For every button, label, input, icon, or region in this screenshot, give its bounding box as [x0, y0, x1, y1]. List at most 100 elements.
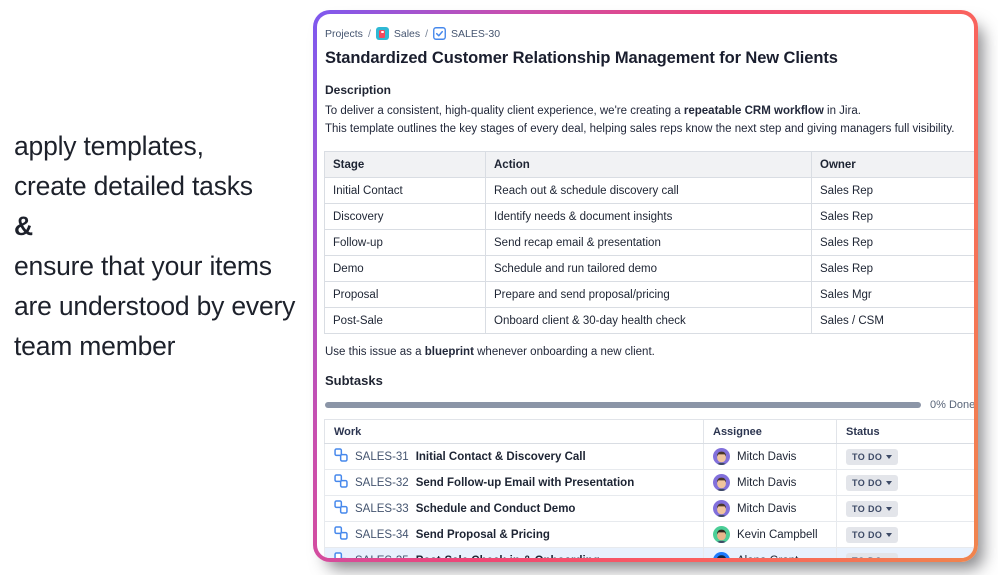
subtask-key: SALES-33: [355, 502, 409, 515]
assignee: Kevin Campbell: [713, 526, 827, 543]
subtask-link[interactable]: SALES-31 Initial Contact & Discovery Cal…: [334, 448, 694, 465]
action-cell: Send recap email & presentation: [485, 229, 812, 256]
subtask-row: SALES-33 Schedule and Conduct Demo Mitch…: [324, 495, 974, 522]
status-dropdown[interactable]: TO DO: [846, 474, 899, 491]
page-title: Standardized Customer Relationship Manag…: [325, 49, 838, 67]
subtask-summary: Send Proposal & Pricing: [415, 528, 550, 541]
subtasks-table: Work Assignee Status SALES-31 Initial Co…: [324, 419, 974, 558]
stage-cell: Demo: [324, 255, 486, 282]
subtask-row-highlighted: SALES-35 Post-Sale Check-in & Onboarding…: [324, 547, 974, 559]
tagline-line: team member: [14, 331, 176, 361]
subtask-link[interactable]: SALES-35 Post-Sale Check-in & Onboarding: [334, 552, 694, 558]
assignee-name: Kevin Campbell: [737, 528, 818, 541]
avatar: [713, 552, 730, 558]
subtask-summary: Schedule and Conduct Demo: [415, 502, 576, 515]
action-cell: Onboard client & 30-day health check: [485, 307, 812, 334]
column-header-action: Action: [485, 151, 812, 178]
subtask-link[interactable]: SALES-34 Send Proposal & Pricing: [334, 526, 694, 543]
subtask-icon: [334, 474, 348, 491]
assignee-name: Alana Grant: [737, 555, 798, 559]
assignee-name: Mitch Davis: [737, 502, 797, 515]
owner-cell: Sales Rep: [811, 255, 974, 282]
chevron-down-icon: [886, 454, 893, 459]
breadcrumb-project[interactable]: Sales: [393, 27, 421, 40]
owner-cell: Sales / CSM: [811, 307, 974, 334]
breadcrumb-issue-key[interactable]: SALES-30: [451, 27, 501, 40]
subtask-key: SALES-32: [355, 476, 409, 489]
description-paragraph: To deliver a consistent, high-quality cl…: [325, 105, 861, 117]
column-header-status: Status: [836, 419, 974, 444]
action-cell: Reach out & schedule discovery call: [485, 177, 812, 204]
action-cell: Identify needs & document insights: [485, 203, 812, 230]
subtask-icon: [334, 448, 348, 465]
stage-cell: Proposal: [324, 281, 486, 308]
assignee: Mitch Davis: [713, 474, 827, 491]
marketing-tagline: apply templates, create detailed tasks &…: [14, 126, 314, 366]
breadcrumb-projects[interactable]: Projects: [325, 27, 363, 40]
subtask-icon: [334, 500, 348, 517]
table-row: Initial Contact Reach out & schedule dis…: [324, 177, 974, 204]
status-label: TO DO: [852, 556, 882, 559]
subtask-summary: Send Follow-up Email with Presentation: [415, 476, 635, 489]
subtask-link[interactable]: SALES-33 Schedule and Conduct Demo: [334, 500, 694, 517]
subtasks-progress: 0% Done: [325, 399, 974, 411]
subtask-key: SALES-35: [355, 555, 409, 559]
column-header-assignee: Assignee: [703, 419, 837, 444]
task-type-icon: [433, 27, 447, 40]
chevron-down-icon: [886, 480, 893, 485]
blueprint-note: Use this issue as a blueprint whenever o…: [325, 346, 655, 358]
stage-cell: Post-Sale: [324, 307, 486, 334]
chevron-down-icon: [886, 506, 893, 511]
status-dropdown[interactable]: TO DO: [846, 552, 899, 559]
status-label: TO DO: [852, 451, 883, 462]
table-row: Demo Schedule and run tailored demo Sale…: [324, 255, 974, 282]
status-dropdown[interactable]: TO DO: [846, 448, 899, 465]
subtask-summary: Post-Sale Check-in & Onboarding: [416, 555, 600, 559]
subtask-row: SALES-32 Send Follow-up Email with Prese…: [324, 469, 974, 496]
status-label: TO DO: [852, 529, 883, 540]
table-header-row: Stage Action Owner: [324, 151, 974, 178]
assignee-name: Mitch Davis: [737, 450, 797, 463]
project-avatar-icon: [375, 27, 389, 40]
description-heading: Description: [325, 83, 392, 97]
status-dropdown[interactable]: TO DO: [846, 526, 899, 543]
status-dropdown[interactable]: TO DO: [846, 500, 899, 517]
table-row: Follow-up Send recap email & presentatio…: [324, 229, 974, 256]
progress-label: 0% Done: [930, 399, 974, 411]
subtask-key: SALES-34: [355, 528, 409, 541]
column-header-work: Work: [324, 419, 704, 444]
avatar: [713, 526, 730, 543]
avatar: [713, 448, 730, 465]
column-header-owner: Owner: [811, 151, 974, 178]
table-row: Post-Sale Onboard client & 30-day health…: [324, 307, 974, 334]
assignee: Mitch Davis: [713, 448, 827, 465]
tagline-line: apply templates,: [14, 131, 204, 161]
tagline-line: are understood by every: [14, 291, 296, 321]
tagline-line: &: [14, 211, 33, 241]
subtask-key: SALES-31: [355, 450, 409, 463]
breadcrumb: Projects / Sales / SALES-30: [325, 27, 967, 40]
subtask-row: SALES-34 Send Proposal & Pricing Kevin C…: [324, 521, 974, 548]
table-row: Discovery Identify needs & document insi…: [324, 203, 974, 230]
assignee: Alana Grant: [713, 552, 827, 558]
table-row: Proposal Prepare and send proposal/prici…: [324, 281, 974, 308]
progress-bar: [325, 402, 921, 408]
breadcrumb-separator: /: [367, 27, 371, 40]
owner-cell: Sales Rep: [811, 229, 974, 256]
owner-cell: Sales Rep: [811, 203, 974, 230]
issue-card: Projects / Sales / SALES-30 Standardized…: [313, 10, 978, 562]
tagline-line: ensure that your items: [14, 251, 272, 281]
tagline-line: create detailed tasks: [14, 171, 253, 201]
description-paragraph: This template outlines the key stages of…: [325, 122, 955, 135]
assignee: Mitch Davis: [713, 500, 827, 517]
subtask-summary: Initial Contact & Discovery Call: [415, 450, 586, 463]
status-label: TO DO: [852, 477, 883, 488]
owner-cell: Sales Rep: [811, 177, 974, 204]
subtask-row: SALES-31 Initial Contact & Discovery Cal…: [324, 443, 974, 470]
issue-card-body: Projects / Sales / SALES-30 Standardized…: [317, 14, 974, 558]
chevron-down-icon: [886, 532, 893, 537]
avatar: [713, 474, 730, 491]
subtask-link[interactable]: SALES-32 Send Follow-up Email with Prese…: [334, 474, 694, 491]
subtasks-heading: Subtasks: [325, 373, 383, 388]
stage-cell: Initial Contact: [324, 177, 486, 204]
